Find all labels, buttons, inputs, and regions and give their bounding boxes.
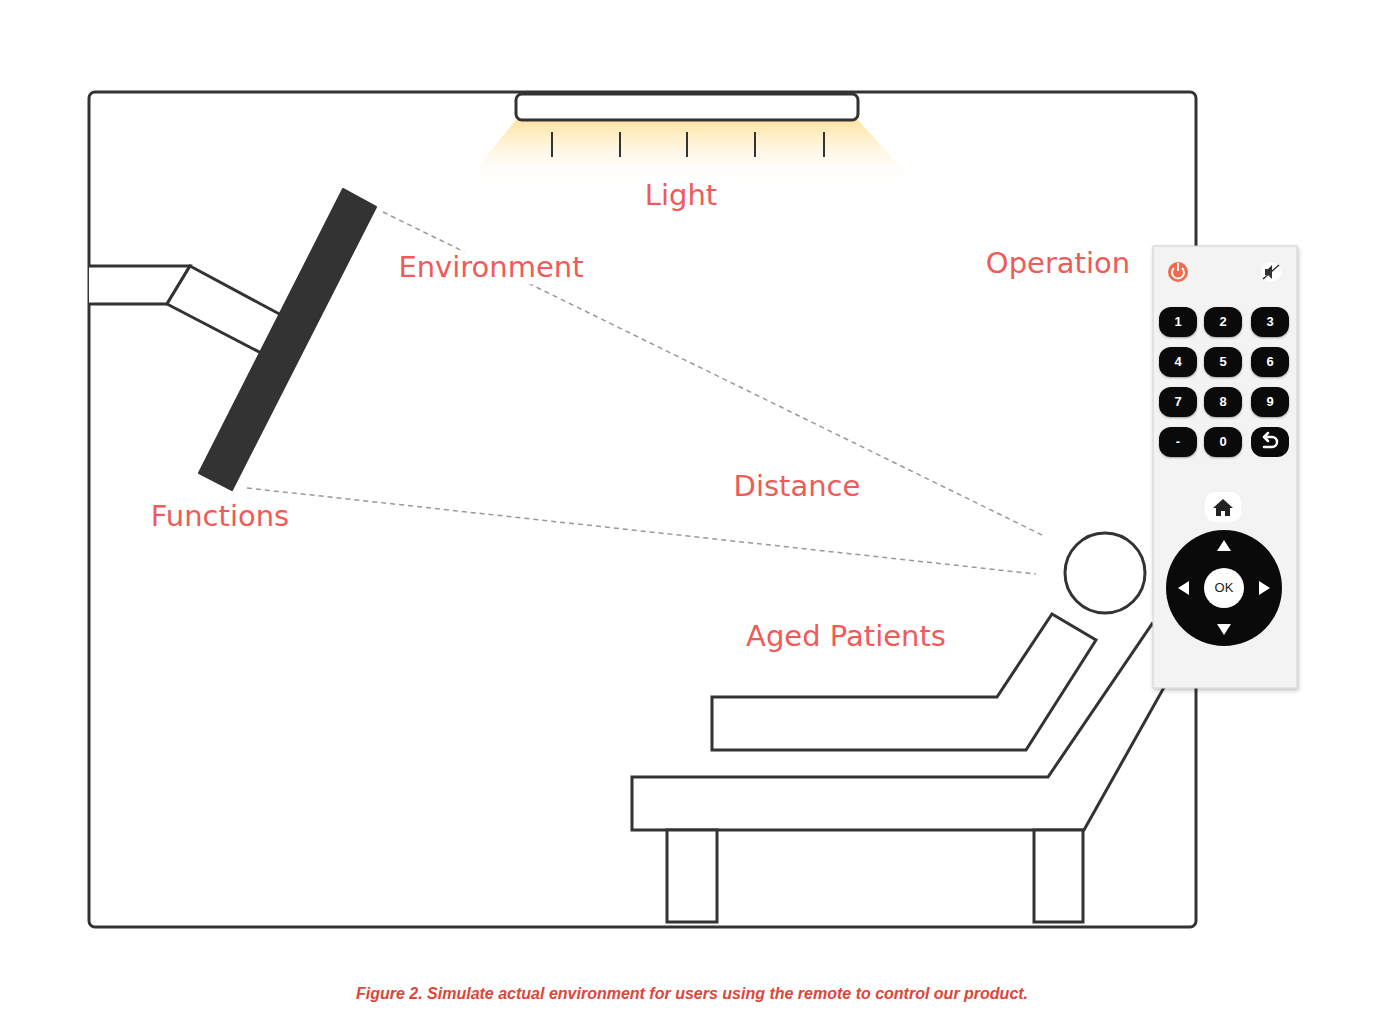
arrow-right — [1259, 581, 1270, 595]
annotation-label: Aged Patients — [742, 620, 950, 653]
light-glow — [462, 120, 918, 186]
button-label: 8 — [1219, 395, 1226, 409]
direction-pad — [1166, 530, 1282, 646]
light-ray — [551, 132, 553, 157]
arrow-up — [1217, 540, 1231, 551]
keypad-button: 4 — [1159, 347, 1197, 377]
home-button — [1205, 492, 1241, 522]
button-label: 1 — [1174, 315, 1181, 329]
button-label: 3 — [1266, 315, 1273, 329]
button-label: 7 — [1174, 395, 1181, 409]
annotation-label: Environment — [394, 251, 587, 284]
power-button — [1168, 262, 1188, 282]
keypad-button: 3 — [1251, 307, 1289, 337]
annotation-label: Operation — [982, 247, 1134, 280]
keypad-button: 7 — [1159, 387, 1197, 417]
annotation-label: Functions — [147, 500, 293, 533]
annotation-label: Light — [641, 179, 721, 212]
keypad-button: - — [1159, 427, 1197, 457]
light-rays — [552, 132, 824, 157]
button-label: - — [1176, 435, 1180, 449]
button-label: 4 — [1174, 355, 1181, 369]
bed-leg — [1034, 830, 1083, 922]
keypad-button: 0 — [1204, 427, 1242, 457]
mute-button — [1261, 262, 1281, 282]
keypad-button: 8 — [1204, 387, 1242, 417]
ok-button: OK — [1204, 568, 1244, 608]
patient-body — [712, 614, 1096, 750]
keypad-button: 9 — [1251, 387, 1289, 417]
keypad-button: 6 — [1251, 347, 1289, 377]
light-ray — [754, 132, 756, 157]
button-label: OK — [1215, 581, 1234, 595]
button-label: 5 — [1219, 355, 1226, 369]
arrow-down — [1217, 624, 1231, 635]
ceiling-light — [516, 94, 858, 120]
home-icon — [1216, 507, 1230, 516]
light-ray — [823, 132, 825, 157]
arrow-left — [1178, 581, 1189, 595]
button-label: 6 — [1266, 355, 1273, 369]
keypad-button: 1 — [1159, 307, 1197, 337]
button-label: 0 — [1219, 435, 1226, 449]
back-button — [1251, 427, 1289, 457]
light-ray — [619, 132, 621, 157]
bed-frame — [632, 624, 1185, 830]
button-label: 2 — [1219, 315, 1226, 329]
keypad-button: 5 — [1204, 347, 1242, 377]
back-icon — [1264, 433, 1277, 447]
mute-icon — [1263, 265, 1279, 279]
keypad-button: 2 — [1204, 307, 1242, 337]
bed-leg — [667, 830, 717, 922]
button-label: 9 — [1266, 395, 1273, 409]
light-ray — [686, 132, 688, 157]
patient-head — [1065, 533, 1145, 613]
sight-line — [247, 488, 1036, 574]
annotation-label: Distance — [730, 470, 865, 503]
room-outline — [89, 92, 1196, 927]
home-icon — [1221, 511, 1225, 516]
figure-caption: Figure 2. Simulate actual environment fo… — [356, 985, 1028, 1003]
sight-line — [383, 212, 1042, 535]
home-icon — [1213, 499, 1233, 508]
power-icon — [1177, 263, 1179, 271]
remote-body — [1153, 246, 1297, 688]
tv-screen — [199, 189, 376, 490]
